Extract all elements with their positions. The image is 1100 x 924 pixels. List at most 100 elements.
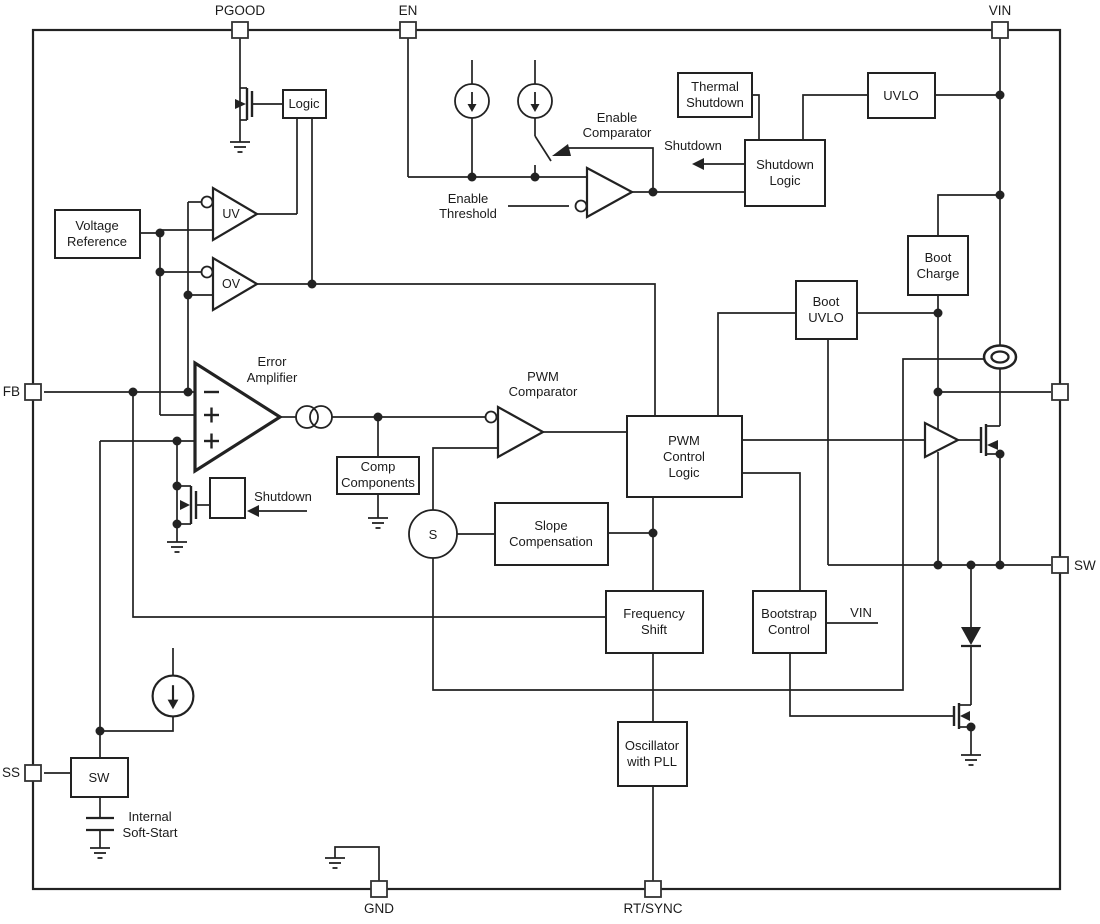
enable-comparator-bubble — [574, 199, 588, 213]
svg-text:RT/SYNC: RT/SYNC — [623, 901, 682, 916]
svg-text:SW: SW — [1074, 558, 1096, 573]
block-uvlo: UVLO — [867, 72, 936, 119]
ground-pgood — [229, 141, 251, 153]
ic-boundary — [31, 28, 1062, 891]
uv-comparator — [211, 186, 260, 242]
ground-softstart — [89, 847, 111, 859]
gm-output-circle-2 — [309, 405, 333, 429]
arrows — [180, 99, 998, 721]
svg-text:Frequency: Frequency — [623, 606, 685, 621]
svg-text:SS: SS — [2, 765, 20, 780]
pwm-comparator-bubble — [484, 410, 498, 424]
block-oscillator-with-pll: Oscillator with PLL — [617, 721, 688, 787]
summing-node-circle — [408, 509, 458, 559]
enable-comparator-label: Enable — [597, 110, 637, 125]
block-boot-uvlo: Boot UVLO — [795, 280, 858, 340]
ls-fet-arrow — [960, 711, 970, 721]
pin-boot-unlabeled — [1051, 383, 1069, 401]
ground-lowside — [960, 754, 982, 766]
ground-center — [324, 857, 346, 869]
ground-comp — [367, 517, 389, 529]
svg-text:SW: SW — [89, 770, 111, 785]
enable-threshold-label: Enable — [448, 191, 488, 206]
svg-text:Shift: Shift — [641, 622, 667, 637]
block-bootstrap-control: Bootstrap Control — [752, 590, 827, 654]
svg-text:Logic: Logic — [288, 96, 320, 111]
block-boot-charge: Boot Charge — [907, 235, 969, 296]
svg-text:Thermal: Thermal — [691, 79, 739, 94]
svg-text:Shutdown: Shutdown — [686, 95, 744, 110]
block-frequency-shift: Frequency Shift — [605, 590, 704, 654]
symbols — [295, 344, 1018, 559]
svg-text:Components: Components — [341, 475, 415, 490]
svg-text:FB: FB — [3, 384, 20, 399]
hs-fet-arrow — [987, 440, 998, 450]
pgood-fet-arrow — [235, 99, 246, 109]
pin-gnd: GND — [364, 880, 394, 916]
pin-en: EN — [399, 3, 418, 39]
internal-soft-start-label-2: Soft-Start — [123, 825, 178, 840]
block-soft-start-switch: SW — [70, 757, 129, 798]
pin-ss: SS — [2, 764, 42, 782]
pins: PGOOD EN VIN FB SS SW GND — [2, 3, 1096, 916]
svg-text:EN: EN — [399, 3, 418, 18]
svg-text:Charge: Charge — [917, 266, 960, 281]
shutdown-top-label: Shutdown — [664, 138, 722, 153]
current-source-softstart — [151, 674, 195, 718]
diode-triangle — [961, 627, 981, 645]
enable-comparator-label-2: Comparator — [583, 125, 652, 140]
svg-text:Control: Control — [768, 622, 810, 637]
pin-fb: FB — [3, 383, 42, 401]
svg-text:Boot: Boot — [925, 250, 952, 265]
svg-text:Voltage: Voltage — [75, 218, 118, 233]
svg-text:Control: Control — [663, 449, 705, 464]
svg-text:Shutdown: Shutdown — [756, 157, 814, 172]
svg-text:Comp: Comp — [361, 459, 396, 474]
block-comp-components: Comp Components — [336, 456, 420, 495]
pin-vin: VIN — [989, 3, 1012, 39]
svg-text:VIN: VIN — [989, 3, 1012, 18]
pwm-comparator-triangle — [496, 405, 546, 459]
block-voltage-reference: Voltage Reference — [54, 209, 141, 259]
bootstrap-vin-label: VIN — [850, 605, 872, 620]
enable-comparator — [585, 166, 635, 219]
uv-bubble — [200, 195, 214, 209]
error-amplifier-label: Error — [258, 354, 288, 369]
ov-bubble — [200, 265, 214, 279]
svg-text:UVLO: UVLO — [808, 310, 843, 325]
svg-text:UVLO: UVLO — [883, 88, 918, 103]
error-amp-signs — [204, 390, 219, 449]
svg-text:Logic: Logic — [668, 465, 700, 480]
pin-sw: SW — [1051, 556, 1096, 574]
wires — [44, 38, 1051, 881]
shutdown-mid-arrow — [247, 505, 259, 517]
svg-text:Reference: Reference — [67, 234, 127, 249]
svg-text:PGOOD: PGOOD — [215, 3, 266, 18]
annotations: Enable Comparator Enable Threshold Shutd… — [123, 110, 872, 840]
summing-node-label: S — [429, 527, 438, 542]
block-shutdown-driver — [209, 477, 246, 519]
block-shutdown-logic: Shutdown Logic — [744, 139, 826, 207]
current-source-en-1 — [454, 83, 490, 119]
svg-text:Oscillator: Oscillator — [625, 738, 680, 753]
current-sense-outer — [982, 344, 1018, 370]
svg-text:Boot: Boot — [813, 294, 840, 309]
uv-label: UV — [222, 207, 240, 221]
switch-control-arrow — [552, 144, 571, 156]
triangles — [193, 166, 961, 474]
blocks: Logic Voltage Reference Thermal Shutdown… — [54, 72, 969, 798]
pin-rt-sync: RT/SYNC — [623, 880, 683, 916]
gm-output-circle-1 — [295, 405, 319, 429]
svg-text:Bootstrap: Bootstrap — [761, 606, 817, 621]
block-logic: Logic — [282, 89, 327, 119]
block-pwm-control-logic: PWM Control Logic — [626, 415, 743, 498]
internal-soft-start-label: Internal — [128, 809, 171, 824]
svg-text:Logic: Logic — [769, 173, 801, 188]
ov-label: OV — [222, 277, 241, 291]
block-thermal-shutdown: Thermal Shutdown — [677, 72, 753, 118]
ground-ss-fet — [166, 541, 188, 553]
gate-driver-triangle — [923, 421, 961, 459]
ov-comparator — [211, 256, 260, 312]
